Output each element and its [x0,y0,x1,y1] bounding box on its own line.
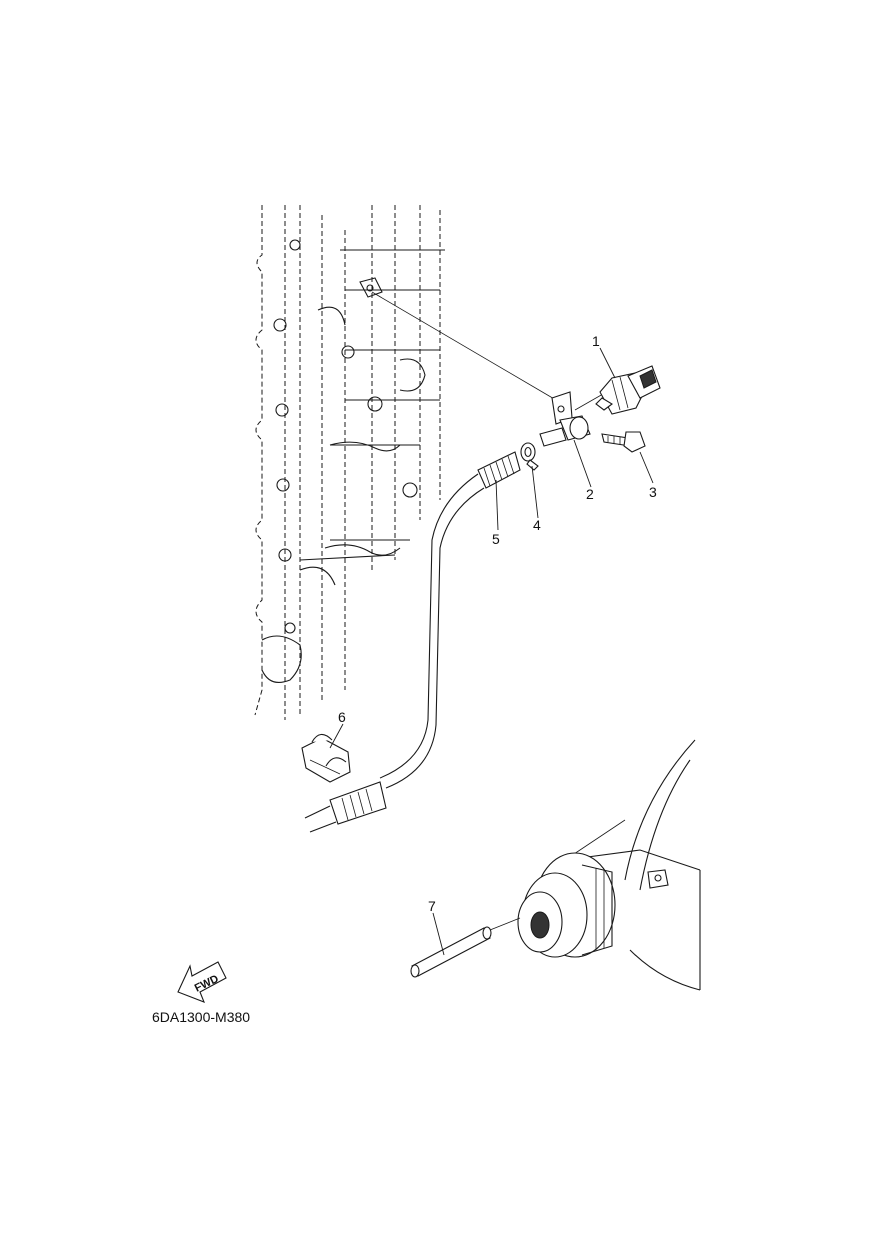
callout-5: 5 [492,531,500,547]
fwd-arrow-icon: FWD [177,961,227,1003]
part-5-cable [304,451,521,833]
diagram-code: 6DA1300-M380 [152,1009,250,1025]
callout-leaders [329,347,654,956]
callout-4: 4 [533,517,541,533]
engine-block-illustration [254,205,445,720]
part-2-bracket [539,391,591,447]
callout-labels: 1 2 3 4 5 6 7 [338,333,657,914]
assembly-projection-lines [371,291,611,411]
part-1-sensor [595,365,661,415]
callout-2: 2 [586,486,594,502]
lower-unit-housing-illustration [489,739,701,991]
callout-3: 3 [649,484,657,500]
part-3-bolt [601,431,646,453]
part-4-clamp [520,442,539,471]
callout-7: 7 [428,898,436,914]
part-7-pin [410,926,492,978]
callout-6: 6 [338,709,346,725]
callout-1: 1 [592,333,600,349]
part-6-holder [301,733,351,783]
